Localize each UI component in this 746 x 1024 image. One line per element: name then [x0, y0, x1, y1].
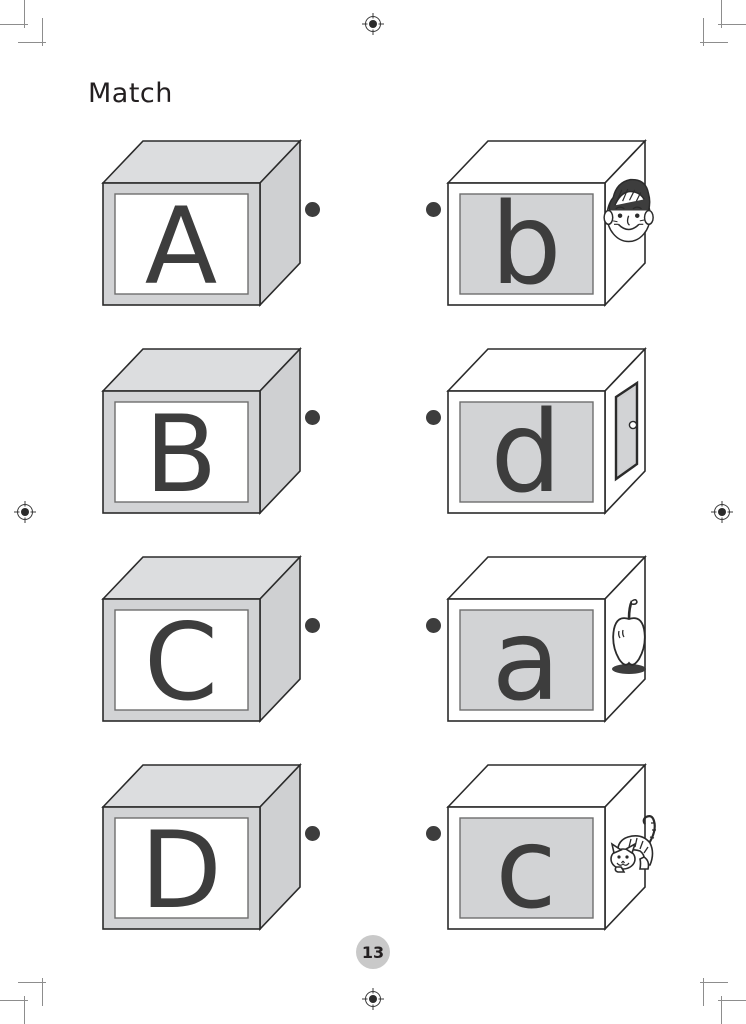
connector-dot-right[interactable]	[426, 410, 441, 425]
cube-letter: a	[492, 596, 561, 726]
registration-mark-bottom-center	[362, 988, 384, 1010]
cube-letter: D	[140, 809, 222, 932]
connector-dot-left[interactable]	[305, 410, 320, 425]
connector-dot-right[interactable]	[426, 826, 441, 841]
registration-mark-top-center	[362, 13, 384, 35]
connector-dot-right[interactable]	[426, 202, 441, 217]
cube-letter: B	[145, 393, 218, 516]
connector-dot-left[interactable]	[305, 202, 320, 217]
match-row: A b	[0, 135, 746, 310]
boy-face-icon	[603, 178, 654, 243]
cube-letter: C	[144, 601, 218, 724]
match-row: D c	[0, 759, 746, 934]
connector-dot-left[interactable]	[305, 826, 320, 841]
cube-uppercase-c[interactable]: C	[95, 551, 310, 726]
page-number-badge: 13	[356, 935, 390, 969]
cube-letter: A	[145, 185, 218, 308]
cube-uppercase-b[interactable]: B	[95, 343, 310, 518]
crop-mark-bottom-left	[0, 974, 50, 1024]
crop-mark-top-right	[696, 0, 746, 50]
match-row: B d	[0, 343, 746, 518]
cube-letter: d	[490, 388, 561, 518]
cube-lowercase-b[interactable]: b	[440, 135, 655, 310]
door-icon	[614, 380, 639, 482]
match-row: C a	[0, 551, 746, 726]
cube-uppercase-d[interactable]: D	[95, 759, 310, 934]
cube-letter: c	[495, 804, 557, 934]
cube-lowercase-c[interactable]: c	[440, 759, 656, 934]
apple-icon	[612, 598, 646, 674]
connector-dot-right[interactable]	[426, 618, 441, 633]
cube-lowercase-d[interactable]: d	[440, 343, 655, 518]
cat-icon	[610, 815, 656, 873]
connector-dot-left[interactable]	[305, 618, 320, 633]
cube-letter: b	[490, 180, 561, 310]
cube-uppercase-a[interactable]: A	[95, 135, 310, 310]
page-title: Match	[88, 78, 173, 109]
cube-lowercase-a[interactable]: a	[440, 551, 655, 726]
crop-mark-top-left	[0, 0, 50, 50]
crop-mark-bottom-right	[696, 974, 746, 1024]
